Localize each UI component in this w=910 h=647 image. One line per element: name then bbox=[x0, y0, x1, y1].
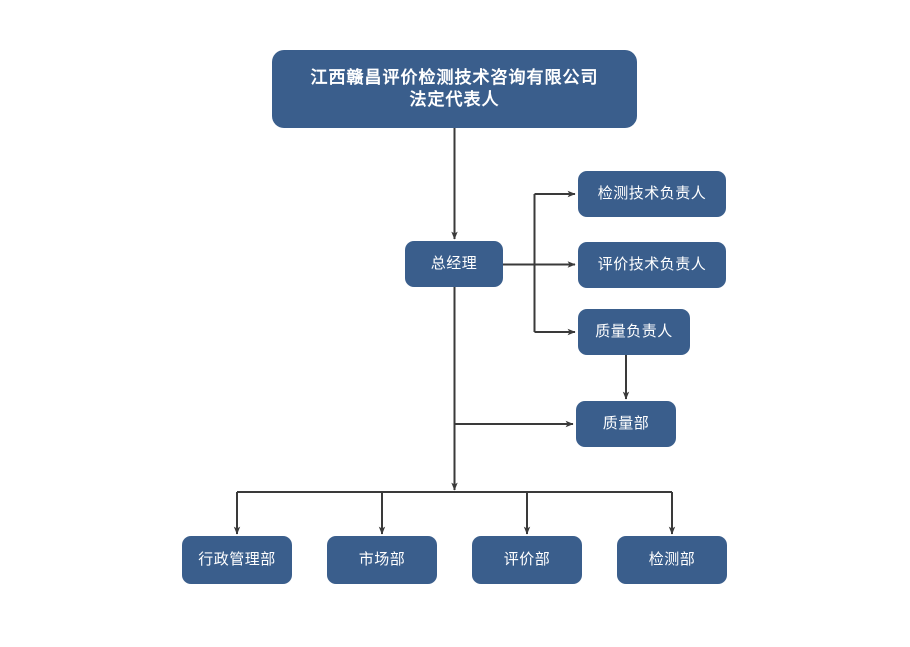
node-label: 质量负责人 bbox=[595, 322, 673, 341]
node-testing-department[interactable]: 检测部 bbox=[617, 536, 727, 584]
node-quality-lead[interactable]: 质量负责人 bbox=[578, 309, 690, 355]
node-label: 市场部 bbox=[358, 550, 406, 569]
node-label: 评价技术负责人 bbox=[597, 255, 707, 274]
node-label: 评价部 bbox=[503, 550, 551, 569]
node-general-manager[interactable]: 总经理 bbox=[405, 241, 503, 287]
node-label: 检测部 bbox=[648, 550, 696, 569]
node-marketing-department[interactable]: 市场部 bbox=[327, 536, 437, 584]
node-administration-department[interactable]: 行政管理部 bbox=[182, 536, 292, 584]
node-label: 检测技术负责人 bbox=[597, 184, 707, 203]
node-label: 江西赣昌评价检测技术咨询有限公司 法定代表人 bbox=[310, 67, 599, 110]
node-company-legal-representative[interactable]: 江西赣昌评价检测技术咨询有限公司 法定代表人 bbox=[272, 50, 637, 128]
node-label: 行政管理部 bbox=[198, 550, 276, 569]
node-label: 质量部 bbox=[602, 414, 650, 433]
node-testing-technical-lead[interactable]: 检测技术负责人 bbox=[578, 171, 726, 217]
node-label: 总经理 bbox=[430, 254, 478, 273]
node-evaluation-department[interactable]: 评价部 bbox=[472, 536, 582, 584]
node-evaluation-technical-lead[interactable]: 评价技术负责人 bbox=[578, 242, 726, 288]
node-quality-department[interactable]: 质量部 bbox=[576, 401, 676, 447]
